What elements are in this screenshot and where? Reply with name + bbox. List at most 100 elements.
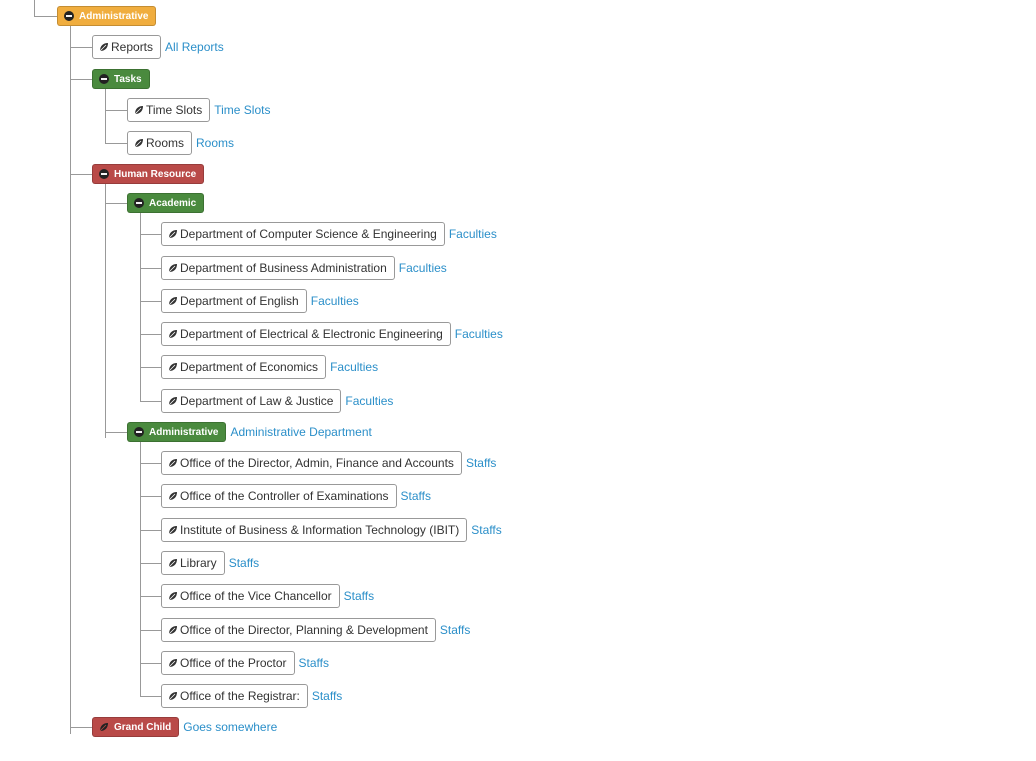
- minus-circle-icon[interactable]: [99, 169, 109, 179]
- department-label: Department of Computer Science & Enginee…: [180, 227, 437, 241]
- office-button[interactable]: Office of the Director, Admin, Finance a…: [161, 451, 462, 475]
- tree-connector: [105, 143, 127, 144]
- department-label: Department of Law & Justice: [180, 394, 334, 408]
- staffs-link[interactable]: Staffs: [298, 656, 329, 670]
- tree-connector: [70, 174, 92, 175]
- tree-connector: [140, 301, 161, 302]
- office-button[interactable]: Office of the Controller of Examinations: [161, 484, 397, 508]
- minus-circle-icon[interactable]: [64, 11, 74, 21]
- rooms-link[interactable]: Rooms: [196, 136, 235, 150]
- minus-circle-icon[interactable]: [134, 427, 144, 437]
- tree-connector: [105, 203, 127, 204]
- leaf-icon: [168, 264, 177, 273]
- administrative-root-label: Administrative: [79, 10, 149, 22]
- office-button[interactable]: Library: [161, 551, 225, 575]
- goes-somewhere-link[interactable]: Goes somewhere: [183, 720, 278, 734]
- department-button[interactable]: Department of Business Administration: [161, 256, 395, 280]
- staffs-link[interactable]: Staffs: [400, 489, 432, 503]
- minus-circle-icon[interactable]: [99, 74, 109, 84]
- tree-node-department: Department of Electrical & Electronic En…: [161, 322, 503, 346]
- tree-connector: [105, 432, 127, 433]
- administrative-department-link[interactable]: Administrative Department: [230, 425, 372, 439]
- office-label: Office of the Director, Admin, Finance a…: [180, 456, 454, 470]
- tree-node-office: Office of the Controller of Examinations…: [161, 484, 431, 508]
- department-button[interactable]: Department of Computer Science & Enginee…: [161, 222, 445, 246]
- minus-circle-icon[interactable]: [134, 198, 144, 208]
- department-label: Department of Economics: [180, 360, 319, 374]
- leaf-icon: [168, 559, 177, 568]
- leaf-icon: [168, 397, 177, 406]
- tasks-label: Tasks: [114, 73, 142, 85]
- leaf-icon: [168, 330, 177, 339]
- tree-node-office: Office of the Vice Chancellor Staffs: [161, 584, 374, 608]
- time-slots-link[interactable]: Time Slots: [214, 103, 271, 117]
- time-slots-label: Time Slots: [146, 103, 203, 117]
- leaf-icon: [168, 692, 177, 701]
- office-label: Office of the Vice Chancellor: [180, 589, 332, 603]
- tree-connector: [70, 727, 92, 728]
- staffs-link[interactable]: Staffs: [228, 556, 260, 570]
- rooms-button[interactable]: Rooms: [127, 131, 193, 155]
- office-label: Office of the Director, Planning & Devel…: [180, 623, 428, 637]
- faculties-link[interactable]: Faculties: [330, 360, 379, 374]
- academic-button[interactable]: Academic: [127, 193, 205, 213]
- tree-connector: [140, 442, 141, 696]
- time-slots-button[interactable]: Time Slots: [127, 98, 211, 122]
- all-reports-link[interactable]: All Reports: [165, 40, 224, 54]
- department-button[interactable]: Department of English: [161, 289, 307, 313]
- tree-node-tasks: Tasks: [92, 69, 150, 89]
- tree-node-rooms: Rooms Rooms: [127, 131, 234, 155]
- tree-connector: [140, 234, 161, 235]
- faculties-link[interactable]: Faculties: [310, 294, 359, 308]
- tasks-button[interactable]: Tasks: [92, 69, 150, 89]
- office-button[interactable]: Office of the Director, Planning & Devel…: [161, 618, 436, 642]
- office-button[interactable]: Office of the Vice Chancellor: [161, 584, 340, 608]
- staffs-link[interactable]: Staffs: [465, 456, 497, 470]
- tree-connector: [140, 496, 161, 497]
- office-label: Office of the Controller of Examinations: [180, 489, 389, 503]
- leaf-icon: [168, 459, 177, 468]
- human-resource-button[interactable]: Human Resource: [92, 164, 205, 184]
- administrative-root-button[interactable]: Administrative: [57, 6, 157, 26]
- grand-child-button[interactable]: Grand Child: [92, 717, 180, 737]
- tree-node-hr-administrative: Administrative Administrative Department: [127, 422, 372, 442]
- staffs-link[interactable]: Staffs: [343, 589, 375, 603]
- tree-connector: [140, 596, 161, 597]
- tree-connector: [70, 79, 92, 80]
- department-button[interactable]: Department of Economics: [161, 355, 327, 379]
- faculties-link[interactable]: Faculties: [448, 227, 497, 241]
- tree-connector: [70, 26, 71, 734]
- staffs-link[interactable]: Staffs: [471, 523, 502, 537]
- tree-node-administrative-root: Administrative: [57, 6, 157, 26]
- tree-node-department: Department of Business Administration Fa…: [161, 256, 447, 280]
- hr-administrative-label: Administrative: [149, 426, 219, 438]
- leaf-icon: [168, 363, 177, 372]
- tree-connector: [140, 563, 161, 564]
- reports-button[interactable]: Reports: [92, 35, 162, 59]
- faculties-link[interactable]: Faculties: [398, 261, 447, 275]
- office-label: Institute of Business & Information Tech…: [180, 523, 460, 537]
- leaf-icon: [134, 106, 143, 115]
- tree-connector: [34, 16, 58, 17]
- tree-connector: [140, 630, 161, 631]
- tree-node-office: Office of the Director, Planning & Devel…: [161, 618, 470, 642]
- tree-node-department: Department of Economics Faculties: [161, 355, 378, 379]
- office-button[interactable]: Office of the Registrar:: [161, 684, 308, 708]
- office-button[interactable]: Institute of Business & Information Tech…: [161, 518, 468, 542]
- department-button[interactable]: Department of Law & Justice: [161, 389, 342, 413]
- tree-node-office: Office of the Proctor Staffs: [161, 651, 329, 675]
- leaf-icon: [168, 626, 177, 635]
- tree-node-office: Institute of Business & Information Tech…: [161, 518, 502, 542]
- human-resource-label: Human Resource: [114, 168, 197, 180]
- tree-node-department: Department of Computer Science & Enginee…: [161, 222, 497, 246]
- tree-connector: [140, 463, 161, 464]
- faculties-link[interactable]: Faculties: [454, 327, 503, 341]
- faculties-link[interactable]: Faculties: [345, 394, 394, 408]
- hr-administrative-button[interactable]: Administrative: [127, 422, 227, 442]
- staffs-link[interactable]: Staffs: [439, 623, 471, 637]
- office-button[interactable]: Office of the Proctor: [161, 651, 295, 675]
- leaf-icon: [168, 592, 177, 601]
- department-button[interactable]: Department of Electrical & Electronic En…: [161, 322, 451, 346]
- staffs-link[interactable]: Staffs: [311, 689, 343, 703]
- tree-node-human-resource: Human Resource: [92, 164, 205, 184]
